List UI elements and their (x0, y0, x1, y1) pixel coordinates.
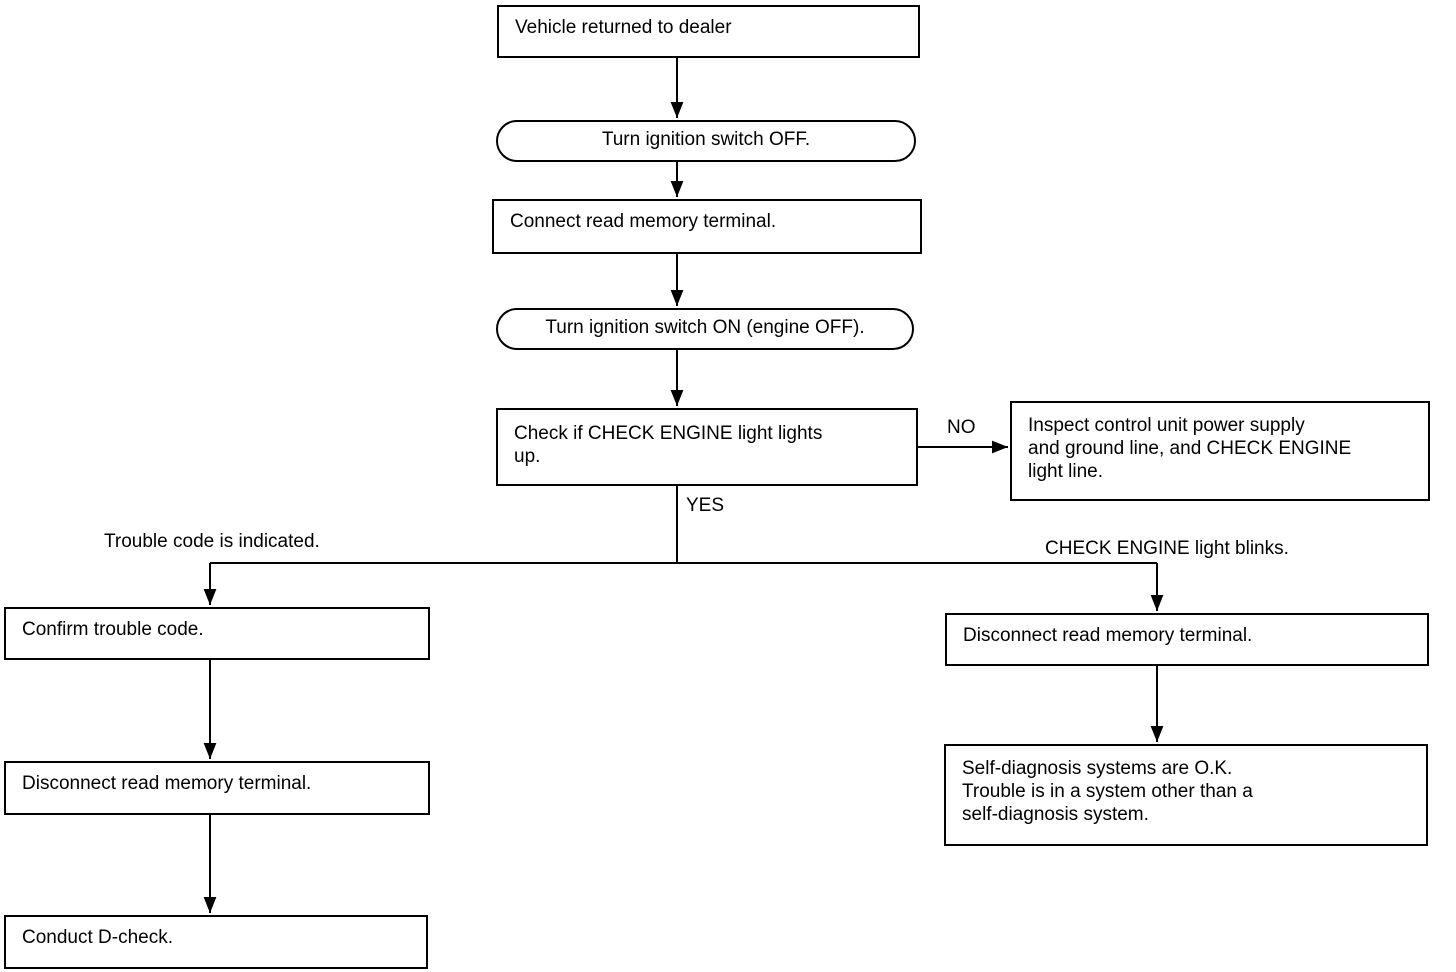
step-inspect-power-line-2: and ground line, and CHECK ENGINE (1028, 438, 1352, 459)
step-ignition-on-text: Turn ignition switch ON (engine OFF). (545, 317, 865, 338)
step-confirm-code-text: Confirm trouble code. (22, 619, 204, 640)
step-inspect-power-line-1: Inspect control unit power supply (1028, 415, 1305, 436)
step-self-diag-ok-line-1: Self-diagnosis systems are O.K. (962, 758, 1233, 779)
label-light-blinks: CHECK ENGINE light blinks. (1045, 538, 1289, 559)
label-no: NO (947, 417, 976, 438)
step-ignition-off-text: Turn ignition switch OFF. (601, 129, 811, 150)
step-disconnect-left: Disconnect read memory terminal. (4, 761, 430, 815)
step-self-diag-ok-line-3: self-diagnosis system. (962, 804, 1149, 825)
step-disconnect-left-text: Disconnect read memory terminal. (22, 773, 312, 794)
step-check-light: Check if CHECK ENGINE light lights up. (496, 408, 918, 486)
step-confirm-code: Confirm trouble code. (4, 607, 430, 660)
step-self-diag-ok: Self-diagnosis systems are O.K. Trouble … (944, 744, 1428, 846)
step-self-diag-ok-line-2: Trouble is in a system other than a (962, 781, 1253, 802)
step-ignition-off: Turn ignition switch OFF. (496, 120, 916, 162)
step-connect-terminal: Connect read memory terminal. (492, 199, 922, 254)
step-disconnect-right-text: Disconnect read memory terminal. (963, 625, 1253, 646)
step-conduct-dcheck-text: Conduct D-check. (22, 927, 174, 948)
step-inspect-power-line-3: light line. (1028, 461, 1103, 482)
label-yes: YES (686, 495, 725, 516)
step-vehicle-returned: Vehicle returned to dealer (497, 5, 920, 58)
step-ignition-on: Turn ignition switch ON (engine OFF). (496, 308, 914, 350)
label-trouble-code-indicated: Trouble code is indicated. (104, 531, 320, 552)
step-inspect-power: Inspect control unit power supply and gr… (1010, 401, 1430, 501)
step-check-light-line-1: Check if CHECK ENGINE light lights (514, 423, 823, 444)
step-disconnect-right: Disconnect read memory terminal. (945, 613, 1429, 666)
step-vehicle-returned-text: Vehicle returned to dealer (515, 17, 732, 38)
step-connect-terminal-text: Connect read memory terminal. (510, 211, 777, 232)
step-conduct-dcheck: Conduct D-check. (4, 915, 428, 969)
step-check-light-line-2: up. (514, 446, 541, 467)
